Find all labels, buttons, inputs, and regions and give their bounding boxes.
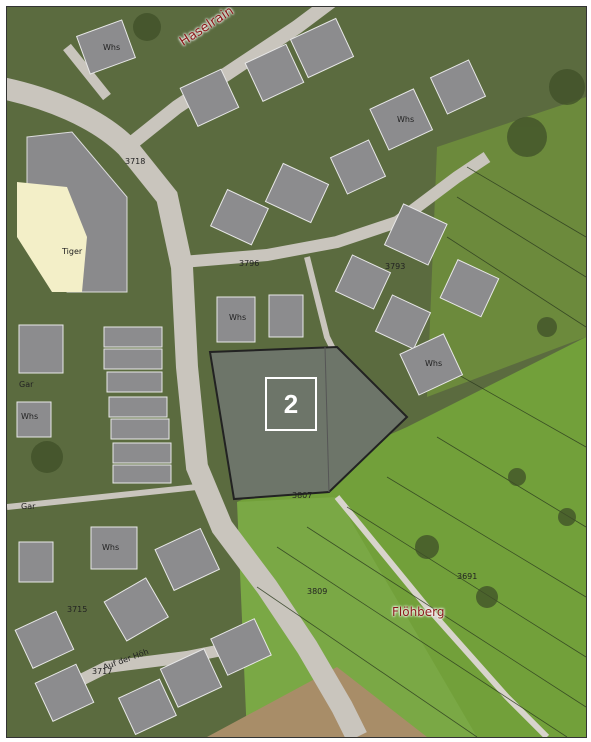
parcel-number-3717: 3717 [92, 667, 113, 676]
building-tiger [17, 182, 87, 292]
parcel-number-3796: 3796 [239, 259, 260, 268]
parcel-2-divider [324, 346, 330, 493]
building-label-whs: Whs [102, 543, 120, 552]
meadow-south [237, 497, 477, 737]
parcel-number-3691: 3691 [457, 572, 478, 581]
road-side [181, 152, 491, 268]
road-main [7, 77, 367, 737]
map-canvas [7, 7, 586, 737]
building-label-whs: Whs [425, 359, 443, 368]
building-label-gar: Gar [19, 380, 34, 389]
cadastral-lines [256, 166, 586, 737]
footpath [334, 495, 550, 737]
houses [14, 17, 500, 736]
parcel-number-3807: 3807 [292, 491, 313, 500]
field-south [207, 667, 427, 737]
building-label-whs: Whs [229, 313, 247, 322]
road-haselrain [122, 7, 336, 153]
building-label-whs: Whs [103, 43, 121, 52]
building-label-gar: Gar [21, 502, 36, 511]
parcel-marker[interactable]: 2 [265, 377, 317, 431]
road-auf-der-hoeh [64, 641, 239, 693]
street-label-flohberg: Flöhberg [392, 605, 445, 619]
building-label-tiger: Tiger [62, 247, 83, 256]
building-label-whs: Whs [397, 115, 415, 124]
parcel-number-3809: 3809 [307, 587, 328, 596]
trees [31, 13, 585, 608]
road-west [7, 484, 198, 510]
parcel-marker-number: 2 [283, 388, 299, 419]
road-north [63, 43, 111, 101]
parcel-2 [208, 345, 409, 501]
parcel-number-3793: 3793 [385, 262, 406, 271]
building-label-whs: Whs [21, 412, 39, 421]
aerial-map[interactable]: Haselrain Flöhberg Auf der Höh 3718 3796… [6, 6, 587, 738]
parcel-number-3715: 3715 [67, 605, 88, 614]
parcel-number-3718: 3718 [125, 157, 146, 166]
